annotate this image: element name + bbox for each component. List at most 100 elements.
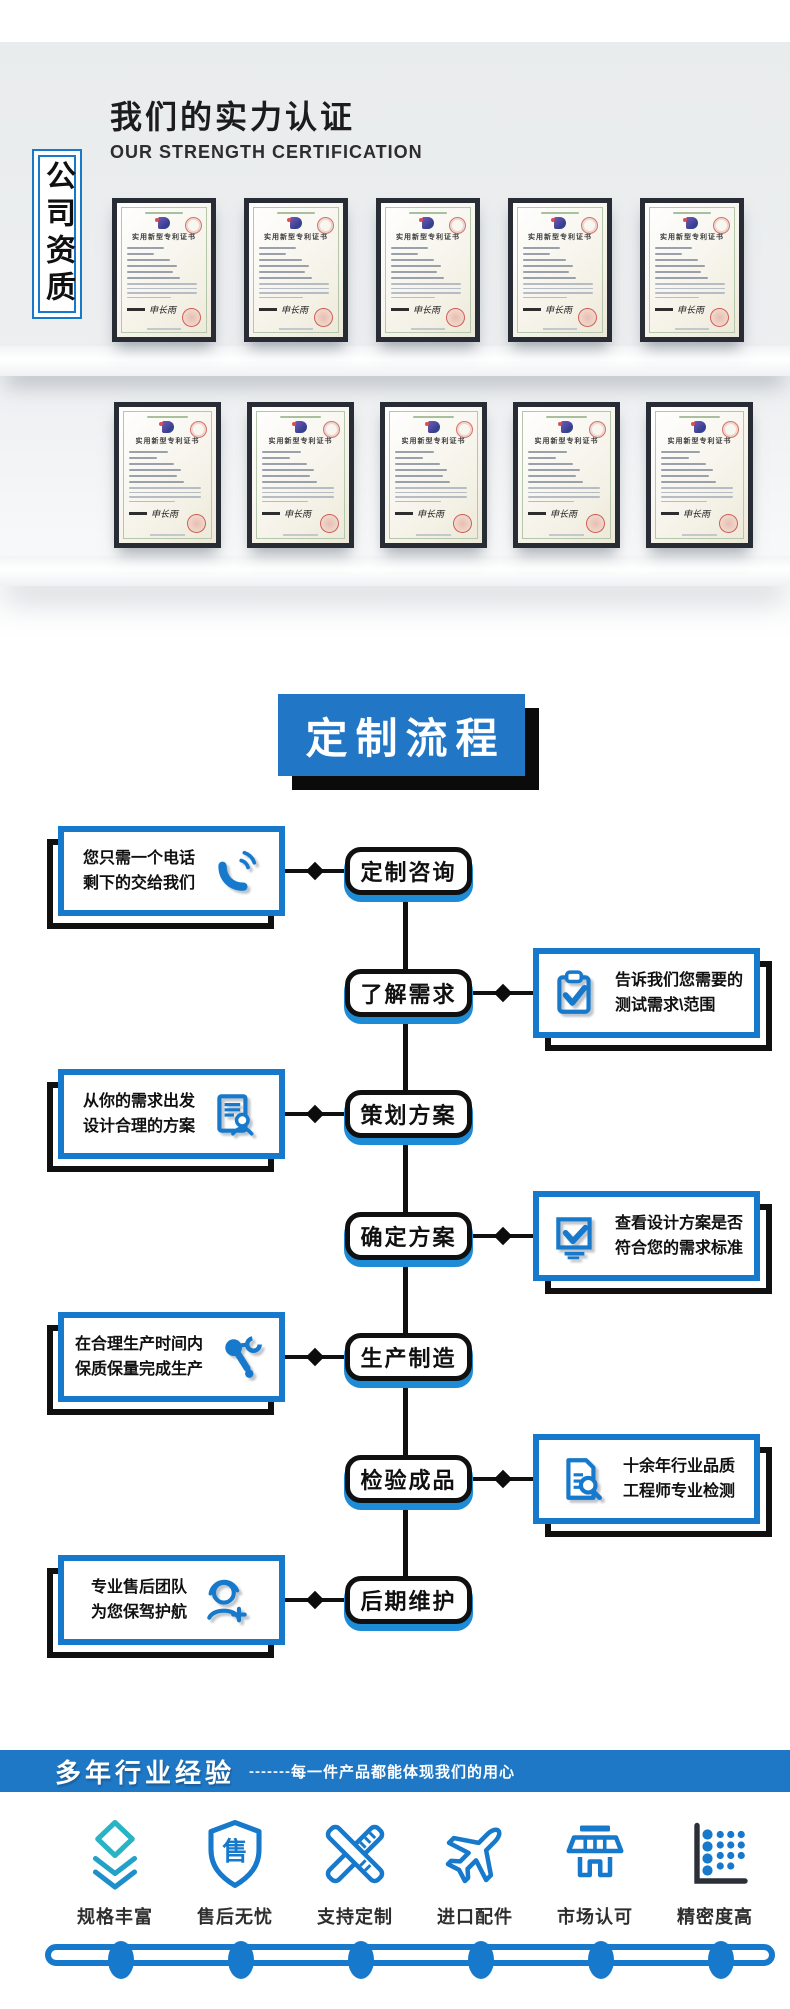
certificate-fields bbox=[528, 451, 605, 483]
certificate-paper: 实用新型专利证书 申长雨 bbox=[385, 207, 471, 333]
certificate-footer: 申长雨 bbox=[395, 507, 472, 520]
certificate-paper: 实用新型专利证书 申长雨 bbox=[522, 411, 611, 539]
monitor-check-icon bbox=[556, 1217, 592, 1260]
certificate-ornament bbox=[144, 212, 184, 214]
certificate-fields bbox=[661, 451, 738, 483]
shelf-top bbox=[0, 346, 790, 376]
certificate-fields bbox=[129, 451, 206, 483]
timeline-dot bbox=[108, 1941, 134, 1979]
certificate-footer: 申长雨 bbox=[262, 507, 339, 520]
step-pill: 生产制造 bbox=[345, 1333, 472, 1381]
certificate-paper: 实用新型专利证书 申长雨 bbox=[123, 411, 212, 539]
patent-certificate: 实用新型专利证书 申长雨 bbox=[244, 198, 348, 342]
step-pill: 确定方案 bbox=[345, 1212, 472, 1260]
certificate-fields bbox=[523, 247, 597, 279]
certificate-footer-bar bbox=[262, 512, 280, 515]
certificate-paper: 实用新型专利证书 申长雨 bbox=[655, 411, 744, 539]
flow-heading: 定制流程 bbox=[278, 694, 525, 776]
certificate-title: 实用新型专利证书 bbox=[534, 438, 599, 445]
step-pill: 定制咨询 bbox=[345, 847, 472, 895]
certificate-paper: 实用新型专利证书 申长雨 bbox=[121, 207, 207, 333]
red-stamp-icon bbox=[453, 514, 472, 533]
certificate-footer-bar bbox=[259, 308, 277, 311]
certificate-paragraph bbox=[661, 487, 738, 502]
certificate-ornament bbox=[679, 416, 720, 418]
step-note-text: 在合理生产时间内保质保量完成生产 bbox=[74, 1336, 203, 1378]
certificate-title: 实用新型专利证书 bbox=[135, 438, 200, 445]
banner-dashes: ------- bbox=[249, 1762, 291, 1780]
certificate-title: 实用新型专利证书 bbox=[264, 234, 328, 241]
diamond-icon bbox=[493, 1469, 512, 1489]
certificate-footer: 申长雨 bbox=[127, 303, 201, 316]
diamond-icon bbox=[493, 1226, 512, 1246]
certificate-footer: 申长雨 bbox=[129, 507, 206, 520]
certificate-ornament bbox=[408, 212, 448, 214]
red-stamp-icon bbox=[719, 514, 738, 533]
certificate-fields bbox=[127, 247, 201, 279]
timeline-dot bbox=[228, 1941, 254, 1979]
certificate-seal-icon bbox=[185, 217, 202, 234]
certificate-seal-icon bbox=[190, 421, 207, 438]
step-note-box: 十余年行业品质工程师专业检测 bbox=[533, 1434, 760, 1524]
certificate-seal-icon bbox=[456, 421, 473, 438]
timeline-dot bbox=[708, 1941, 734, 1979]
certificate-signature: 申长雨 bbox=[413, 305, 441, 315]
support-agent-icon bbox=[207, 1579, 247, 1623]
feature-label: 规格丰富 bbox=[77, 1907, 153, 1927]
certificate-signature: 申长雨 bbox=[284, 509, 312, 519]
step-note-text: 告诉我们您需要的测试需求\范围 bbox=[614, 972, 743, 1014]
certificate-paragraph bbox=[655, 283, 729, 298]
patent-certificate: 实用新型专利证书 申长雨 bbox=[380, 402, 487, 548]
patent-certificate: 实用新型专利证书 申长雨 bbox=[376, 198, 480, 342]
feature-imported: 进口配件 bbox=[415, 1818, 535, 1929]
certificate-paper: 实用新型专利证书 申长雨 bbox=[389, 411, 478, 539]
feature-label: 市场认可 bbox=[557, 1907, 633, 1927]
certificate-seal-icon bbox=[581, 217, 598, 234]
feature-label: 精密度高 bbox=[677, 1907, 753, 1927]
banner-tagline: 每一件产品都能体现我们的用心 bbox=[290, 1763, 515, 1781]
certificate-footline bbox=[675, 328, 709, 330]
shield-icon: 售 bbox=[208, 1819, 262, 1889]
feature-label: 售后无忧 bbox=[197, 1907, 273, 1927]
certificate-ornament bbox=[540, 212, 580, 214]
red-stamp-icon bbox=[187, 514, 206, 533]
patent-office-logo bbox=[158, 421, 174, 433]
diamond-icon bbox=[305, 861, 325, 881]
patent-certificate: 实用新型专利证书 申长雨 bbox=[114, 402, 221, 548]
certificate-fields bbox=[395, 451, 472, 483]
certificate-paragraph bbox=[129, 487, 206, 502]
certificate-signature: 申长雨 bbox=[677, 305, 705, 315]
store-icon bbox=[566, 1825, 624, 1878]
step-connector bbox=[285, 1104, 345, 1124]
certificate-paragraph bbox=[259, 283, 333, 298]
robot-arm-icon bbox=[225, 1336, 262, 1378]
certificate-paper: 实用新型专利证书 申长雨 bbox=[517, 207, 603, 333]
red-stamp-icon bbox=[320, 514, 339, 533]
company-qualification-label: 公司资质 bbox=[41, 160, 74, 308]
certificate-row-1: 实用新型专利证书 申长雨 实用新型专利证书 bbox=[112, 198, 744, 342]
red-stamp-icon bbox=[182, 308, 201, 327]
certificate-footline bbox=[150, 534, 185, 536]
step-pill: 策划方案 bbox=[345, 1090, 472, 1138]
patent-certificate: 实用新型专利证书 申长雨 bbox=[646, 402, 753, 548]
certificate-footer-bar bbox=[395, 512, 413, 515]
step-note-box: 告诉我们您需要的测试需求\范围 bbox=[533, 948, 760, 1038]
red-stamp-icon bbox=[586, 514, 605, 533]
certificate-title: 实用新型专利证书 bbox=[396, 234, 460, 241]
patent-office-logo bbox=[155, 217, 170, 229]
step-pill: 后期维护 bbox=[345, 1576, 472, 1624]
step-connector bbox=[472, 1226, 533, 1246]
certificate-footline bbox=[416, 534, 451, 536]
patent-office-logo bbox=[683, 217, 698, 229]
feature-label: 进口配件 bbox=[437, 1907, 513, 1927]
patent-certificate: 实用新型专利证书 申长雨 bbox=[640, 198, 744, 342]
certificate-footer: 申长雨 bbox=[528, 507, 605, 520]
certificate-title: 实用新型专利证书 bbox=[528, 234, 592, 241]
patent-certificate: 实用新型专利证书 申长雨 bbox=[247, 402, 354, 548]
certificate-seal-icon bbox=[317, 217, 334, 234]
step-note-box: 您只需一个电话剩下的交给我们 bbox=[58, 826, 285, 916]
certificate-paragraph bbox=[391, 283, 465, 298]
certificate-seal-icon bbox=[323, 421, 340, 438]
certificate-footer-bar bbox=[661, 512, 679, 515]
certificate-paragraph bbox=[127, 283, 201, 298]
